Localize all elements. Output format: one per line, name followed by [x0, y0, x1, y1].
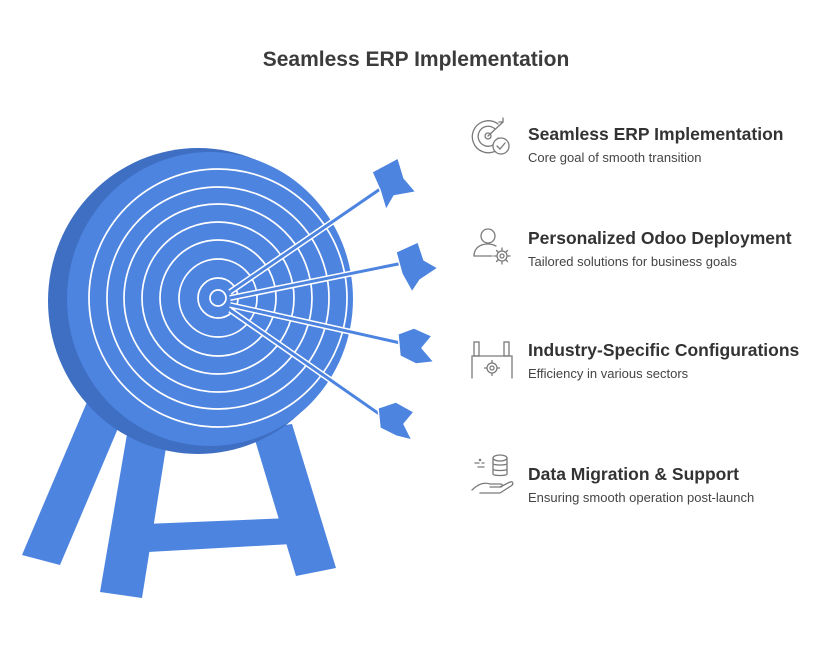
target-check-icon [468, 114, 516, 162]
target-ring [159, 239, 277, 357]
person-gear-icon [468, 222, 516, 270]
target-bullseye [209, 289, 227, 307]
arrow [229, 241, 439, 301]
item-2: Personalized Odoo Deployment Tailored so… [528, 228, 828, 270]
easel-leg-middle [100, 405, 172, 598]
item-4-description: Ensuring smooth operation post-launch [528, 490, 755, 505]
archery-target-illustration [22, 148, 439, 598]
arrow [229, 302, 435, 365]
target-ring [141, 221, 295, 375]
database-hand-icon [468, 450, 516, 498]
target-ring [106, 186, 330, 410]
easel-crossbar [145, 518, 292, 552]
arrow-fletching [397, 327, 435, 365]
item-4-title: Data Migration & Support [528, 464, 739, 484]
diagram-title: Seamless ERP Implementation [262, 48, 570, 71]
item-2-title: Personalized Odoo Deployment [528, 228, 792, 248]
arrow-fletching [377, 401, 415, 441]
arrow [228, 157, 417, 295]
arrow-fletching [371, 157, 417, 211]
target-ring [123, 203, 313, 393]
item-2-description: Tailored solutions for business goals [528, 254, 737, 269]
easel-stand [22, 395, 336, 598]
factory-gear-icon [468, 336, 516, 384]
easel-leg-right [252, 424, 336, 576]
arrow-fletching [395, 241, 439, 293]
easel-leg-left [22, 395, 130, 565]
target-board [48, 148, 353, 454]
item-1: Seamless ERP Implementation Core goal of… [528, 124, 828, 166]
item-1-description: Core goal of smooth transition [528, 150, 702, 165]
arrow [228, 307, 415, 441]
item-3-title: Industry-Specific Configurations [528, 340, 800, 360]
target-ring [178, 258, 258, 338]
item-3-description: Efficiency in various sectors [528, 366, 689, 381]
item-4: Data Migration & Support Ensuring smooth… [528, 464, 828, 506]
target-ring [88, 168, 348, 428]
item-3: Industry-Specific Configurations Efficie… [528, 340, 828, 382]
item-1-title: Seamless ERP Implementation [528, 124, 784, 144]
